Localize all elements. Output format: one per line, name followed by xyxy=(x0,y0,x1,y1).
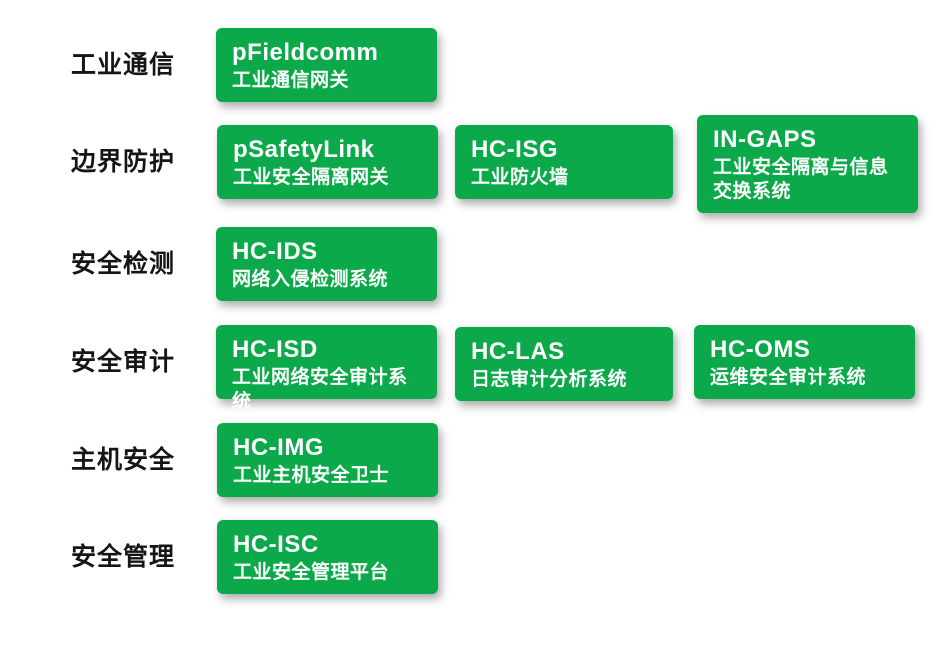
product-desc: 工业通信网关 xyxy=(232,70,350,91)
product-card-in-gaps: IN-GAPS 工业安全隔离与信息交换系统 xyxy=(697,115,918,213)
product-desc: 日志审计分析系统 xyxy=(471,369,628,390)
product-name: HC-OMS xyxy=(710,336,811,363)
product-name: pFieldcomm xyxy=(232,39,379,66)
product-card-hc-las: HC-LAS 日志审计分析系统 xyxy=(455,327,673,401)
product-desc: 运维安全审计系统 xyxy=(710,367,867,388)
category-label-security-audit: 安全审计 xyxy=(70,348,175,376)
product-name: HC-ISG xyxy=(471,136,558,163)
product-name: pSafetyLink xyxy=(233,136,375,163)
category-label-security-management: 安全管理 xyxy=(70,543,175,571)
product-card-pfieldcomm: pFieldcomm 工业通信网关 xyxy=(216,28,437,102)
category-label-host-security: 主机安全 xyxy=(70,446,175,474)
product-card-hc-img: HC-IMG 工业主机安全卫士 xyxy=(217,423,438,497)
category-label-security-detection: 安全检测 xyxy=(70,250,175,278)
product-desc: 网络入侵检测系统 xyxy=(232,269,389,290)
product-name: HC-IMG xyxy=(233,434,324,461)
product-card-psafetylink: pSafetyLink 工业安全隔离网关 xyxy=(217,125,438,199)
product-card-hc-isd: HC-ISD 工业网络安全审计系统 xyxy=(216,325,437,412)
product-card-hc-isg: HC-ISG 工业防火墙 xyxy=(455,125,673,199)
product-card-hc-ids: HC-IDS 网络入侵检测系统 xyxy=(216,227,437,301)
product-name: HC-ISD xyxy=(232,336,318,363)
product-desc: 工业主机安全卫士 xyxy=(233,465,390,486)
product-desc: 工业防火墙 xyxy=(471,167,569,188)
product-card-hc-oms: HC-OMS 运维安全审计系统 xyxy=(694,325,915,399)
product-name: IN-GAPS xyxy=(713,126,817,153)
product-desc: 工业网络安全审计系统 xyxy=(232,367,408,412)
category-label-industrial-communication: 工业通信 xyxy=(70,51,175,79)
category-label-boundary-protection: 边界防护 xyxy=(70,148,175,176)
product-desc: 工业安全管理平台 xyxy=(233,562,390,583)
product-desc: 工业安全隔离与信息交换系统 xyxy=(713,157,889,202)
product-name: HC-LAS xyxy=(471,338,565,365)
product-name: HC-ISC xyxy=(233,531,319,558)
product-card-hc-isc: HC-ISC 工业安全管理平台 xyxy=(217,520,438,594)
product-name: HC-IDS xyxy=(232,238,318,265)
product-desc: 工业安全隔离网关 xyxy=(233,167,390,188)
